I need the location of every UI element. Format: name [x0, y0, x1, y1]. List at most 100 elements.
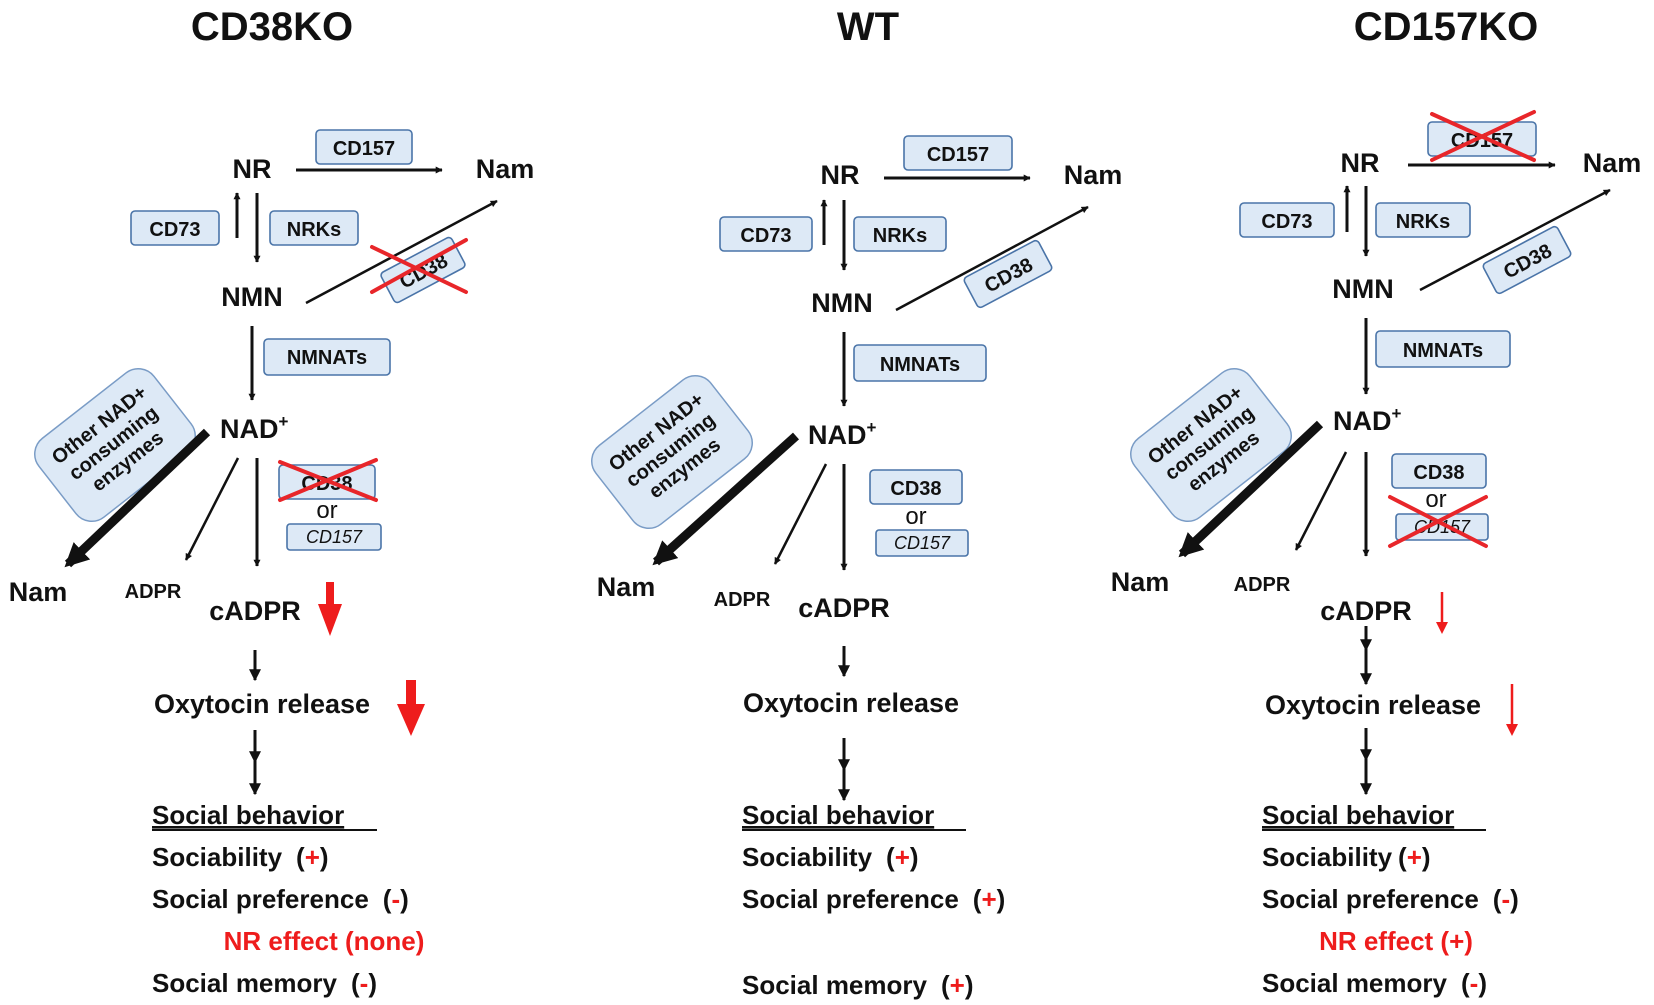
node-adpr: ADPR [714, 589, 771, 611]
behavior-preference: Social preference (-) [152, 884, 409, 914]
node-adpr: ADPR [125, 581, 182, 603]
behavior-memory: Social memory(+) [742, 970, 974, 1000]
enzyme-label-cd157: CD157 [333, 138, 395, 160]
column-title: WT [837, 5, 899, 49]
enzyme-box-cd73 [719, 216, 813, 252]
behavior-preference: Social preference (-) [1262, 884, 1519, 914]
behavior-memory: Social memory (-) [152, 968, 377, 998]
node-nam-top: Nam [476, 154, 535, 184]
column-cd38ko: CD38KO NR CD157 Nam CD73 NRKs NMN CD38 N… [9, 5, 535, 998]
nr-effect-label: NR effect (none) [224, 926, 425, 956]
memory-label: Social memory [1262, 968, 1448, 998]
memory-sign: (-) [351, 968, 377, 998]
enzyme-box-nmnats [1375, 330, 1511, 368]
enzyme-label-cd157: CD157 [1451, 130, 1513, 152]
column-wt: WT NR CD157 Nam CD73 NRKs NMN CD38 NMNAT… [591, 5, 1123, 1000]
enzyme-label-cd38-lower: CD38 [1413, 462, 1464, 484]
node-nr: NR [1341, 148, 1380, 178]
arrow-nad-to-nam-bold [64, 428, 211, 568]
behavior-sociability: Sociability(+) [742, 842, 919, 872]
node-nam-top: Nam [1064, 160, 1123, 190]
enzyme-label-cd157-lower: CD157 [306, 527, 363, 547]
node-oxytocin: Oxytocin release [154, 689, 370, 719]
enzyme-label-nrks: NRKs [1396, 211, 1450, 233]
sociability-label: Sociability [1262, 842, 1393, 872]
memory-sign: (+) [941, 970, 974, 1000]
node-nad-superscript: + [279, 412, 289, 431]
arrow-nad-to-adpr [1294, 451, 1348, 551]
preference-sign: (-) [383, 884, 409, 914]
or-label: or [1425, 486, 1446, 513]
node-nam-bottom: Nam [1111, 567, 1170, 597]
memory-sign: (-) [1461, 968, 1487, 998]
column-title: CD157KO [1354, 5, 1539, 49]
enzyme-box-cd157-lower [286, 523, 382, 551]
or-label: or [905, 503, 926, 530]
enzyme-label-nrks: NRKs [287, 219, 341, 241]
node-oxytocin: Oxytocin release [743, 688, 959, 718]
enzyme-label-cd73: CD73 [1261, 211, 1312, 233]
enzyme-box-cd38-lower [1391, 453, 1487, 489]
behavior-header: Social behavior [1262, 800, 1454, 830]
red-x-cross-icon [1430, 110, 1536, 162]
node-cadpr: cADPR [209, 596, 301, 626]
enzyme-box-cd38-lower [869, 469, 963, 505]
column-title: CD38KO [191, 5, 353, 49]
node-nmn: NMN [811, 288, 873, 318]
node-adpr: ADPR [1234, 574, 1291, 596]
memory-label: Social memory [152, 968, 338, 998]
enzyme-label-nmnats: NMNATs [880, 354, 960, 376]
enzyme-box-nrks [269, 210, 359, 246]
sociability-sign: (+) [296, 842, 329, 872]
node-nmn: NMN [221, 282, 283, 312]
red-down-arrow-icon [397, 680, 425, 736]
node-oxytocin: Oxytocin release [1265, 690, 1481, 720]
enzyme-box-cd38 [1482, 225, 1572, 295]
preference-sign: (+) [973, 884, 1006, 914]
enzyme-box-nmnats [853, 344, 987, 382]
node-nam-top: Nam [1583, 148, 1642, 178]
column-cd157ko: CD157KO NR CD157 Nam CD73 NRKs NMN CD38 … [1111, 5, 1642, 998]
red-x-cross-icon [278, 458, 378, 502]
other-enzymes-group: Other NAD+ consuming enzymes [591, 374, 753, 530]
enzyme-box-cd157-lower [875, 529, 969, 557]
behavior-panel: Social behavior Sociability(+) Social pr… [152, 800, 424, 998]
enzyme-label-cd157: CD157 [927, 144, 989, 166]
node-nad-text: NAD [1333, 406, 1392, 436]
sociability-sign: (+) [886, 842, 919, 872]
enzyme-cd38-diagonal: CD38 [1482, 225, 1572, 295]
other-enzymes-box [591, 374, 753, 530]
node-cadpr: cADPR [1320, 596, 1412, 626]
red-down-arrow-icon [318, 582, 342, 636]
preference-sign: (-) [1493, 884, 1519, 914]
enzyme-box-cd73 [130, 210, 220, 246]
node-nad: NAD+ [1333, 404, 1402, 436]
node-nmn: NMN [1332, 274, 1394, 304]
behavior-memory: Social memory (-) [1262, 968, 1487, 998]
preference-label: Social preference [1262, 884, 1479, 914]
enzyme-box-nmnats [263, 338, 391, 376]
preference-label: Social preference [152, 884, 369, 914]
arrow-nad-to-adpr [184, 457, 240, 561]
enzyme-box-cd73 [1239, 202, 1335, 238]
behavior-panel: Social behavior Sociability(+) Social pr… [1262, 800, 1519, 998]
node-nad: NAD+ [808, 418, 877, 450]
arrow-nmn-to-nam [895, 205, 1089, 312]
node-nad-superscript: + [1392, 404, 1402, 423]
sociability-sign: (+) [1398, 842, 1431, 872]
behavior-sociability: Sociability(+) [1262, 842, 1431, 872]
node-nr: NR [233, 154, 272, 184]
enzyme-label-nmnats: NMNATs [1403, 340, 1483, 362]
node-nad-superscript: + [867, 418, 877, 437]
preference-label: Social preference [742, 884, 959, 914]
enzyme-box-cd157 [903, 135, 1013, 171]
or-label: or [316, 497, 337, 524]
node-nr: NR [821, 160, 860, 190]
node-nad-text: NAD [220, 414, 279, 444]
behavior-header: Social behavior [152, 800, 344, 830]
arrow-nad-to-nam-bold [1178, 420, 1324, 558]
behavior-header: Social behavior [742, 800, 934, 830]
nr-effect-label: NR effect (+) [1319, 926, 1473, 956]
